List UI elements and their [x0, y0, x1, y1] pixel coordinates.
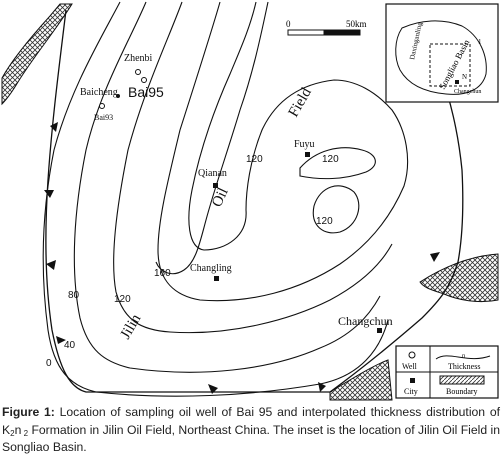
boundary-tick	[44, 190, 54, 198]
city-marker-fuyu	[305, 152, 310, 157]
boundary-tick	[50, 122, 58, 132]
legend-well-symbol	[408, 351, 416, 359]
inset-city-marker	[455, 80, 459, 84]
label-qianan: Qianan	[198, 168, 227, 179]
legend-boundary-label: Boundary	[446, 387, 478, 396]
caption-label: Figure 1:	[2, 405, 55, 419]
inset-marker: 1	[478, 38, 482, 46]
label-fuyu: Fuyu	[294, 139, 315, 150]
well-marker-bai95	[141, 77, 147, 83]
scale-end: 50km	[346, 19, 367, 29]
legend-boundary-symbol	[439, 375, 485, 385]
label-bai95: Bai95	[128, 84, 164, 100]
map-svg: 0 50km Daxinganling Songliao Basin Chang…	[1, 1, 499, 401]
well-marker-baicheng	[116, 94, 120, 98]
contour-label-120: 120	[114, 294, 131, 305]
well-marker-bai93	[99, 103, 105, 109]
boundary-tick	[56, 336, 66, 344]
thickness-contours	[42, 1, 409, 397]
figure-caption: Figure 1: Location of sampling oil well …	[2, 404, 500, 457]
inset-map: Daxinganling Songliao Basin Changchun 1 …	[385, 3, 499, 103]
boundary-tick	[208, 384, 218, 394]
caption-part2: n	[14, 422, 22, 437]
legend-thickness-label: Thickness	[448, 362, 480, 371]
scale-zero: 0	[286, 19, 291, 29]
boundary-line	[45, 9, 464, 393]
well-marker-zhenbi	[135, 69, 141, 75]
legend: Well City 0 Thickness Boundary	[395, 345, 499, 399]
label-baicheng: Baicheng	[80, 87, 118, 98]
inset-field-box	[429, 43, 471, 87]
city-markers	[213, 152, 382, 333]
contour-label-40: 40	[64, 340, 76, 351]
caption-sub1: 2	[10, 428, 15, 438]
contour-label-120: 120	[316, 216, 333, 227]
hatched-region-northwest	[1, 3, 73, 106]
contour-80	[113, 1, 393, 334]
label-bai93: Bai93	[94, 113, 113, 122]
inset-north: N	[462, 73, 467, 81]
contour-160	[155, 1, 269, 275]
place-labels: Zhenbi Baicheng Bai95 Bai93 Qianan Fuyu …	[80, 53, 393, 328]
label-changling: Changling	[190, 263, 232, 274]
city-marker-qianan	[213, 183, 218, 188]
contour-120-outer	[157, 1, 409, 302]
inset-city2: Changchun	[454, 89, 481, 95]
field-word-oil: Oil	[209, 186, 232, 210]
scale-bar-black	[323, 29, 361, 36]
contour-label-120: 120	[322, 154, 339, 165]
contour-0	[42, 1, 389, 397]
city-marker-changchun	[377, 328, 382, 333]
caption-sub2: 2	[21, 428, 29, 438]
caption-part3: Formation in Jilin Oil Field, Northeast …	[2, 422, 501, 455]
field-name: Jilin Oil Field	[118, 85, 316, 342]
contour-label-120: 120	[246, 154, 263, 165]
contour-label-160: 160	[154, 268, 171, 279]
legend-city-symbol	[410, 378, 415, 383]
legend-well-label: Well	[402, 362, 418, 371]
label-changchun: Changchun	[338, 314, 393, 328]
well-markers	[99, 69, 147, 109]
contour-120-fuyu	[299, 147, 376, 180]
city-marker-changling	[214, 276, 219, 281]
legend-thickness-value: 0	[462, 354, 465, 360]
legend-city-label: City	[404, 387, 418, 396]
legend-thickness-symbol	[435, 355, 491, 360]
hatched-region-southeast	[329, 359, 393, 401]
contour-40	[73, 1, 381, 373]
boundary-tick	[46, 260, 56, 270]
scale-bar-white	[287, 29, 325, 36]
contour-label-0: 0	[46, 358, 52, 369]
label-zhenbi: Zhenbi	[124, 53, 153, 64]
contour-label-80: 80	[68, 290, 80, 301]
hatched-region-east	[419, 253, 499, 303]
contour-120-south	[312, 185, 360, 234]
contour-labels: 0 40 80 120 120 120 120 160	[46, 154, 339, 369]
boundary-tick	[430, 252, 440, 262]
inset-basin-outline	[395, 20, 487, 95]
scale-bar: 0 50km	[286, 19, 367, 36]
caption-part1: Location of sampling oil well of Bai 95 …	[2, 405, 500, 437]
field-word-field: Field	[286, 85, 316, 120]
field-word-jilin: Jilin	[118, 311, 145, 342]
boundary-ticks	[44, 84, 454, 394]
